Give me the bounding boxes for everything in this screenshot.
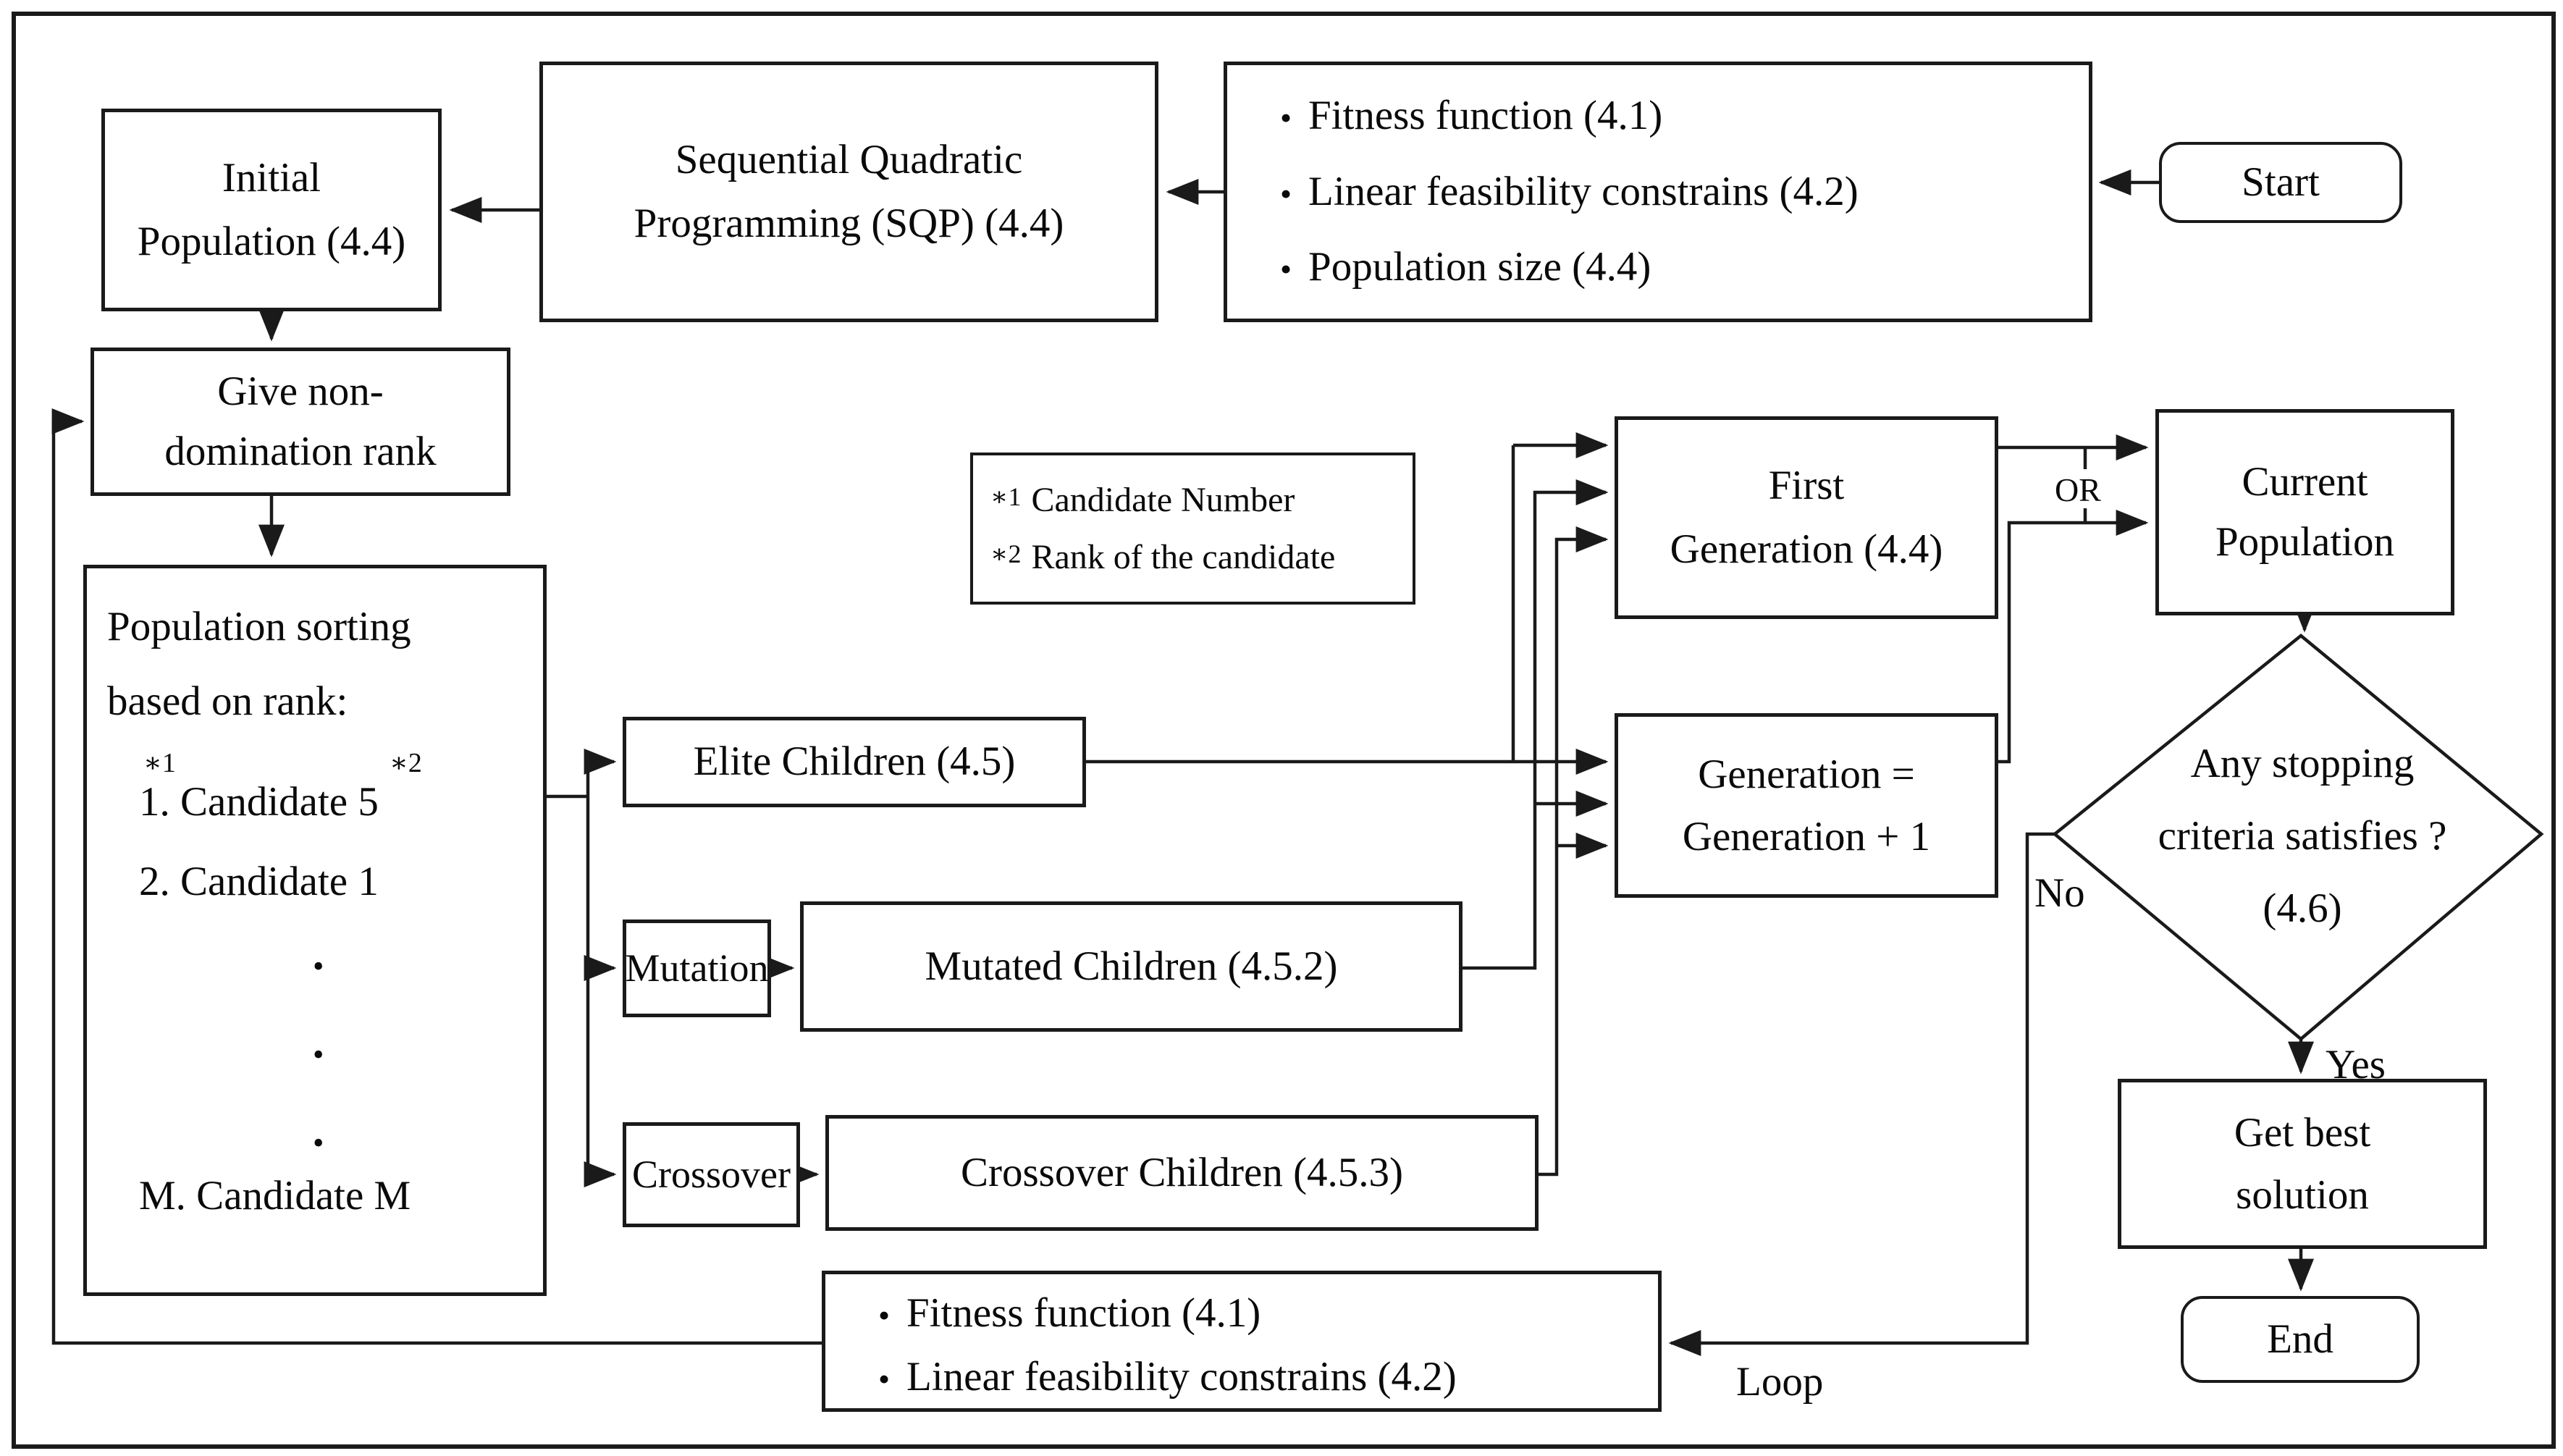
node-sqp-line: Sequential Quadratic (675, 136, 1023, 182)
sorting-sup2: ∗2 (390, 748, 422, 778)
node-generation-increment-line: Generation + 1 (1682, 813, 1931, 859)
node-give-rank-line: Give non- (217, 368, 384, 414)
node-inputs-top: • Fitness function (4.1) • Linear feasib… (1224, 62, 2092, 322)
bullet-icon: • (1279, 251, 1292, 288)
list-item-text: Fitness function (4.1) (1308, 93, 1663, 139)
node-crossover: Crossover (623, 1122, 800, 1227)
node-elite-children: Elite Children (4.5) (623, 717, 1086, 807)
legend-text: Candidate Number (1031, 480, 1295, 519)
node-give-rank: Give non- domination rank (91, 348, 510, 496)
node-crossover-label: Crossover (632, 1152, 791, 1196)
node-first-generation-line: Generation (4.4) (1670, 526, 1943, 572)
node-inputs-bottom: • Fitness function (4.1) • Linear feasib… (822, 1271, 1662, 1412)
list-item-text: Fitness function (4.1) (906, 1290, 1261, 1336)
sorting-item: M. Candidate M (139, 1173, 411, 1219)
edge-label-yes: Yes (2326, 1042, 2386, 1087)
ellipsis-dot-icon: • (313, 1037, 324, 1072)
node-initial-population: Initial Population (4.4) (101, 109, 442, 311)
list-item-text: Linear feasibility constrains (4.2) (906, 1354, 1457, 1400)
list-item-text: Population size (4.4) (1308, 244, 1651, 290)
node-sqp-line: Programming (SQP) (4.4) (634, 201, 1064, 246)
bullet-icon: • (1279, 99, 1292, 137)
legend-text: Rank of the candidate (1031, 538, 1336, 576)
legend-line: ∗2 Rank of the candidate (990, 529, 1335, 586)
sorting-item: 1. Candidate 5 (139, 779, 379, 825)
node-mutation-label: Mutation (625, 946, 769, 990)
legend-marker: ∗1 (990, 481, 1022, 511)
edge-label-no: No (2034, 870, 2085, 916)
node-mutation: Mutation (623, 920, 771, 1017)
node-give-rank-line: domination rank (164, 428, 437, 474)
node-end-label: End (2267, 1316, 2333, 1362)
node-crossover-children-label: Crossover Children (4.5.3) (960, 1149, 1404, 1195)
ellipsis-dot-icon: • (313, 948, 324, 984)
node-current-population: Current Population (2155, 409, 2454, 615)
node-get-best-solution-line: solution (2236, 1171, 2369, 1218)
figure-border (12, 12, 2556, 1449)
sorting-item: 2. Candidate 1 (139, 859, 379, 904)
node-mutated-children: Mutated Children (4.5.2) (800, 901, 1463, 1032)
sorting-title-line: based on rank: (107, 678, 348, 724)
node-decision-line: Any stopping (2190, 741, 2415, 787)
node-initial-population-line: Initial (222, 154, 321, 201)
list-item: • Linear feasibility constrains (4.2) (862, 1345, 1636, 1409)
bullet-icon: • (878, 1360, 891, 1398)
node-initial-population-line: Population (4.4) (137, 219, 406, 264)
node-get-best-solution-line: Get best (2234, 1110, 2371, 1156)
list-item: • Linear feasibility constrains (4.2) (1263, 160, 2067, 224)
node-first-generation: First Generation (4.4) (1615, 416, 1998, 619)
node-sqp: Sequential Quadratic Programming (SQP) (… (539, 62, 1158, 322)
legend-line: ∗1 Candidate Number (990, 471, 1295, 529)
node-start: Start (2159, 142, 2402, 223)
edge-label-or: OR (2050, 472, 2105, 508)
bullet-icon: • (1279, 174, 1292, 212)
node-generation-increment-line: Generation = (1698, 752, 1915, 797)
node-current-population-line: Population (2215, 518, 2394, 565)
legend-marker: ∗2 (990, 539, 1022, 568)
list-item: • Fitness function (4.1) (1263, 84, 2067, 148)
sorting-title-line: Population sorting (107, 604, 411, 649)
node-decision-line: (4.6) (2263, 885, 2342, 931)
list-item-text: Linear feasibility constrains (4.2) (1308, 168, 1859, 214)
node-current-population-line: Current (2242, 458, 2368, 505)
bullet-icon: • (878, 1297, 891, 1334)
node-start-label: Start (2242, 159, 2320, 205)
node-crossover-children: Crossover Children (4.5.3) (825, 1115, 1539, 1231)
node-population-sorting-title: Population sorting based on rank: (107, 590, 411, 738)
sorting-sup1: ∗1 (143, 748, 176, 778)
node-decision-text: Any stopping criteria satisfies ? (4.6) (2071, 695, 2534, 977)
list-item: • Fitness function (4.1) (862, 1282, 1636, 1345)
node-get-best-solution: Get best solution (2118, 1079, 2487, 1249)
node-generation-increment: Generation = Generation + 1 (1615, 713, 1998, 898)
node-mutated-children-label: Mutated Children (4.5.2) (925, 943, 1338, 989)
node-end: End (2181, 1296, 2420, 1383)
node-population-sorting: Population sorting based on rank: ∗1 ∗2 … (83, 565, 547, 1296)
node-first-generation-line: First (1768, 462, 1845, 508)
edge-label-loop: Loop (1736, 1359, 1824, 1405)
node-decision-line: criteria satisfies ? (2158, 813, 2447, 859)
ellipsis-dot-icon: • (313, 1125, 324, 1161)
list-item: • Population size (4.4) (1263, 235, 2067, 299)
node-legend-note: ∗1 Candidate Number ∗2 Rank of the candi… (970, 453, 1415, 605)
node-elite-children-label: Elite Children (4.5) (693, 738, 1016, 785)
